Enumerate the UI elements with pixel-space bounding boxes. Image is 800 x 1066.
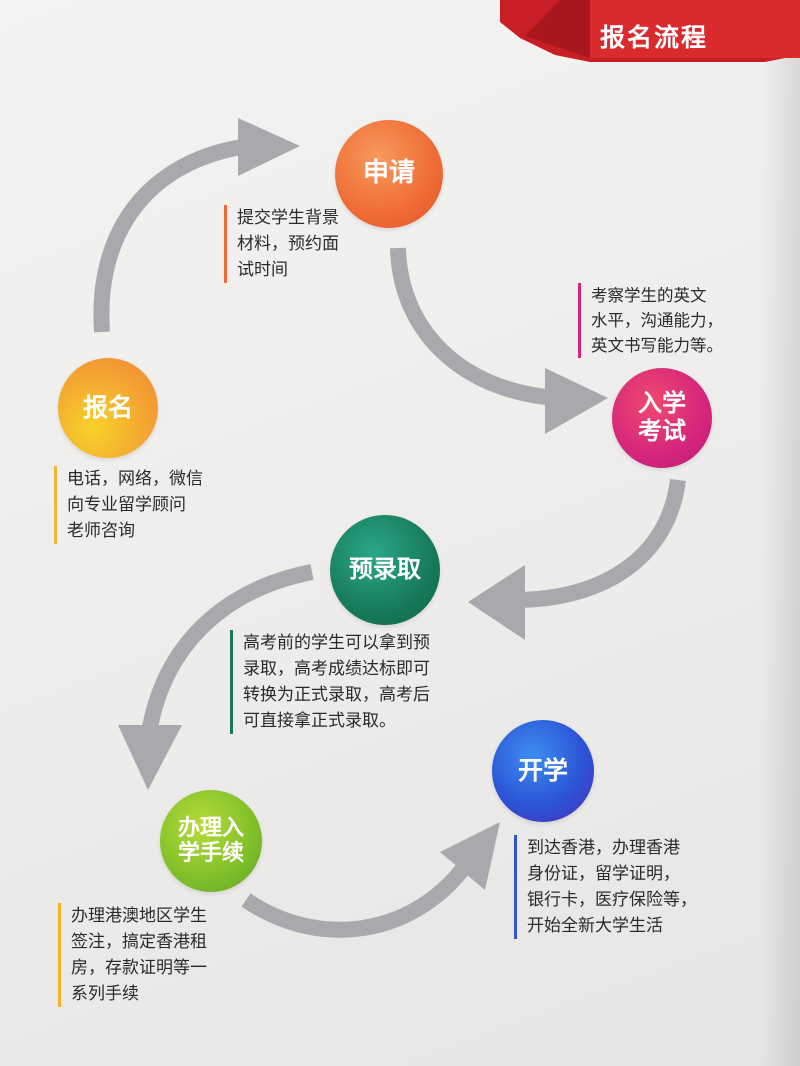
- step-kaixue-description: 到达香港，办理香港 身份证，留学证明， 银行卡，医疗保险等， 开始全新大学生活: [514, 835, 697, 939]
- step-kaixue-circle: 开学: [492, 720, 594, 822]
- step-banli-desc-line: 签注，搞定香港租: [71, 932, 207, 952]
- step-kaoshi-desc-line: 水平，沟通能力，: [591, 311, 723, 330]
- step-kaixue-desc-line: 银行卡，医疗保险等，: [527, 890, 697, 910]
- arrowhead-shenqing: [238, 118, 300, 176]
- step-kaixue-title: 开学: [517, 755, 568, 785]
- step-yulu-circle: 预录取: [330, 515, 440, 625]
- arrow-baoming-to-shenqing: [93, 138, 250, 333]
- step-yulu-desc-line: 录取，高考成绩达标即可: [243, 659, 430, 679]
- step-banli-desc-line: 房，存款证明等一: [71, 958, 207, 978]
- step-baoming-title: 报名: [82, 392, 133, 422]
- step-shenqing-description: 提交学生背景 材料，预约面 试时间: [224, 205, 339, 283]
- arrow-yulu-to-banli: [140, 564, 314, 742]
- arrowhead-yulu: [468, 565, 525, 640]
- step-yulu-title: 预录取: [349, 555, 421, 584]
- step-banli-title-line-2: 学手续: [177, 841, 244, 866]
- step-shenqing-desc-line: 提交学生背景: [237, 208, 339, 228]
- step-shenqing-desc-line: 材料，预约面: [237, 234, 339, 254]
- step-yulu-description: 高考前的学生可以拿到预 录取，高考成绩达标即可 转换为正式录取，高考后 可直接拿…: [230, 630, 430, 734]
- step-yulu-desc-line: 高考前的学生可以拿到预: [243, 633, 430, 653]
- step-kaoshi-description: 考察学生的英文 水平，沟通能力， 英文书写能力等。: [578, 283, 723, 358]
- page-edge-shadow: [760, 0, 800, 1066]
- header-ribbon: [500, 0, 800, 62]
- arrow-kaoshi-to-yulu: [514, 478, 686, 608]
- arrow-banli-to-kaixue: [241, 864, 469, 938]
- step-kaoshi-title-line-2: 考试: [638, 417, 686, 445]
- step-banli-description: 办理港澳地区学生 签注，搞定香港租 房，存款证明等一 系列手续: [58, 903, 207, 1007]
- step-baoming-desc-line: 向专业留学顾问: [67, 495, 186, 515]
- arrowhead-kaoshi: [545, 368, 608, 434]
- step-shenqing-circle: 申请: [335, 120, 443, 228]
- arrowhead-banli: [118, 725, 182, 790]
- step-banli-circle: 办理入 学手续: [160, 790, 262, 892]
- step-baoming-desc-line: 电话，网络，微信: [67, 469, 203, 489]
- page-title: 报名流程: [600, 23, 709, 52]
- step-kaoshi-circle: 入学 考试: [612, 368, 712, 468]
- arrowhead-kaixue: [440, 822, 500, 890]
- arrow-shenqing-to-kaoshi: [390, 247, 556, 406]
- step-kaoshi-title-line-1: 入学: [638, 389, 686, 418]
- step-banli-desc-line: 办理港澳地区学生: [71, 906, 207, 926]
- step-banli-desc-line: 系列手续: [71, 984, 139, 1004]
- step-baoming-desc-line: 老师咨询: [67, 521, 135, 541]
- step-yulu-desc-line: 可直接拿正式录取。: [243, 711, 396, 731]
- step-baoming-circle: 报名: [58, 358, 158, 458]
- step-kaixue-desc-line: 到达香港，办理香港: [527, 838, 680, 858]
- step-kaixue-desc-line: 开始全新大学生活: [527, 916, 663, 936]
- step-kaixue-desc-line: 身份证，留学证明，: [527, 864, 680, 884]
- step-shenqing-title: 申请: [362, 158, 415, 189]
- step-baoming-description: 电话，网络，微信 向专业留学顾问 老师咨询: [54, 466, 203, 544]
- step-shenqing-desc-line: 试时间: [237, 260, 288, 280]
- step-banli-title-line-1: 办理入: [177, 815, 244, 841]
- step-kaoshi-desc-line: 考察学生的英文: [591, 286, 707, 305]
- step-yulu-desc-line: 转换为正式录取，高考后: [243, 685, 430, 705]
- step-kaoshi-desc-line: 英文书写能力等。: [591, 336, 723, 355]
